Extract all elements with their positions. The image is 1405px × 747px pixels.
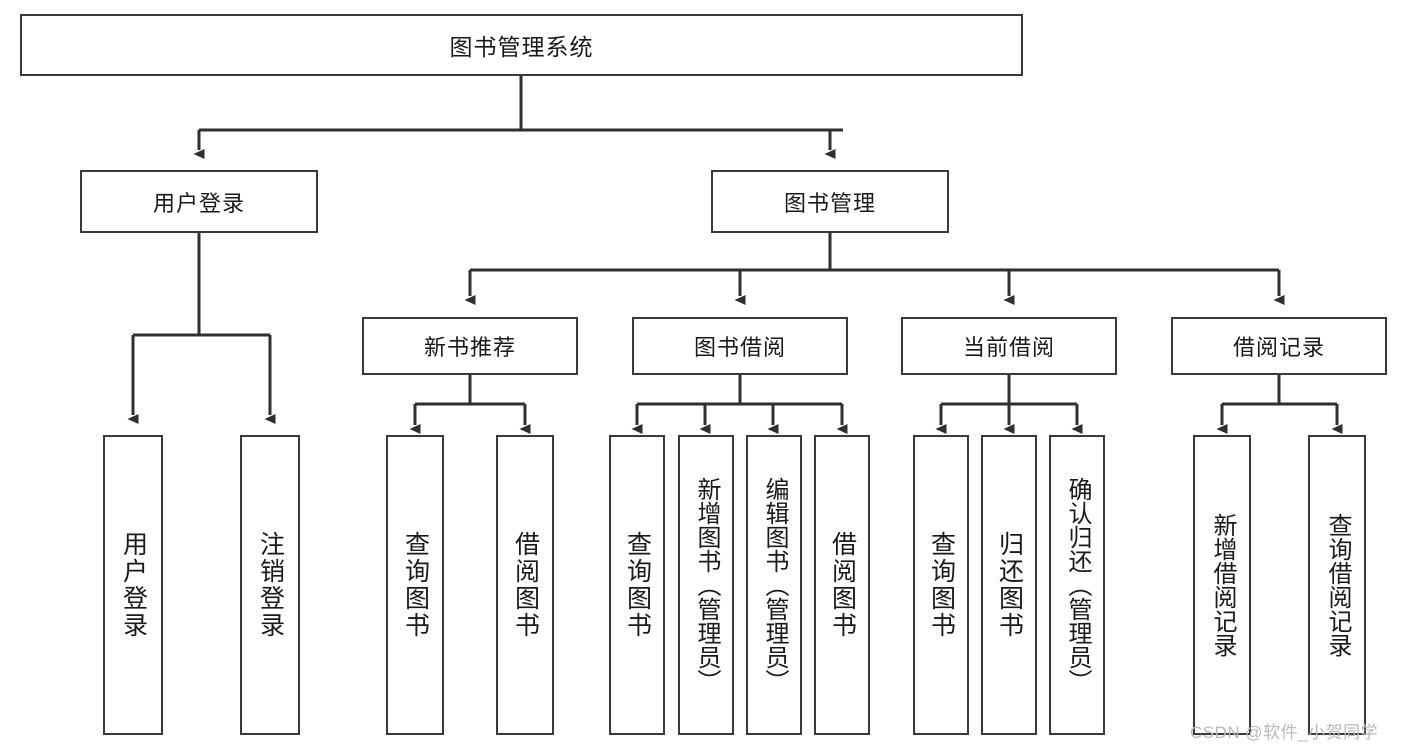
node-new-book-recommend-label: 新书推荐: [423, 335, 516, 360]
node-current-borrow[interactable]: 当前借阅: [901, 317, 1117, 375]
node-leaf-borrow-book-2[interactable]: 借阅图书: [814, 435, 870, 735]
node-leaf-borrow-book-1-label: 借阅图书: [511, 531, 540, 639]
node-borrow-record[interactable]: 借阅记录: [1171, 317, 1387, 375]
connector-group-root: [193, 76, 843, 159]
node-book-borrow[interactable]: 图书借阅: [632, 317, 848, 375]
node-leaf-query-book-3-label: 查询图书: [927, 531, 956, 639]
node-book-manage[interactable]: 图书管理: [711, 170, 949, 233]
connector-group-current-borrow: [935, 375, 1083, 434]
node-leaf-confirm-return-label: 确认归还（管理员）: [1063, 477, 1091, 693]
node-book-borrow-label: 图书借阅: [693, 335, 786, 360]
node-leaf-add-record[interactable]: 新增借阅记录: [1193, 435, 1251, 735]
node-leaf-return-book-label: 归还图书: [995, 531, 1024, 639]
node-leaf-query-book-2[interactable]: 查询图书: [609, 435, 665, 735]
node-leaf-add-record-label: 新增借阅记录: [1208, 513, 1236, 657]
node-root[interactable]: 图书管理系统: [20, 14, 1023, 76]
node-leaf-add-book[interactable]: 新增图书（管理员）: [678, 435, 734, 735]
node-borrow-record-label: 借阅记录: [1232, 335, 1325, 360]
node-leaf-borrow-book-2-label: 借阅图书: [828, 531, 857, 639]
node-leaf-user-login[interactable]: 用户登录: [103, 435, 163, 735]
connector-group-borrow-record: [1216, 375, 1343, 434]
connector-group-new-book-recommend: [409, 375, 531, 434]
connector-group-user-login: [127, 233, 276, 424]
node-leaf-borrow-book-1[interactable]: 借阅图书: [496, 435, 554, 735]
node-user-login[interactable]: 用户登录: [80, 170, 318, 233]
node-leaf-logout[interactable]: 注销登录: [240, 435, 300, 735]
node-book-manage-label: 图书管理: [783, 190, 876, 216]
node-leaf-user-login-label: 用户登录: [119, 531, 148, 639]
node-leaf-query-book-2-label: 查询图书: [623, 531, 652, 639]
node-new-book-recommend[interactable]: 新书推荐: [362, 317, 578, 375]
node-leaf-edit-book-label: 编辑图书（管理员）: [760, 477, 788, 693]
node-leaf-add-book-label: 新增图书（管理员）: [692, 477, 720, 693]
node-current-borrow-label: 当前借阅: [962, 335, 1055, 360]
node-user-login-label: 用户登录: [152, 190, 245, 216]
node-leaf-query-record[interactable]: 查询借阅记录: [1308, 435, 1366, 735]
node-leaf-query-book-1[interactable]: 查询图书: [386, 435, 444, 735]
node-leaf-query-book-3[interactable]: 查询图书: [913, 435, 969, 735]
watermark-text: CSDN @软件_小贺同学: [1190, 723, 1379, 742]
node-leaf-query-record-label: 查询借阅记录: [1323, 513, 1351, 657]
node-leaf-logout-label: 注销登录: [256, 531, 285, 639]
connector-group-book-manage: [464, 233, 1285, 305]
node-leaf-confirm-return[interactable]: 确认归还（管理员）: [1049, 435, 1105, 735]
node-root-label: 图书管理系统: [449, 34, 594, 60]
node-leaf-return-book[interactable]: 归还图书: [981, 435, 1037, 735]
node-leaf-query-book-1-label: 查询图书: [401, 531, 430, 639]
connector-group-book-borrow: [631, 375, 848, 434]
node-leaf-edit-book[interactable]: 编辑图书（管理员）: [746, 435, 802, 735]
